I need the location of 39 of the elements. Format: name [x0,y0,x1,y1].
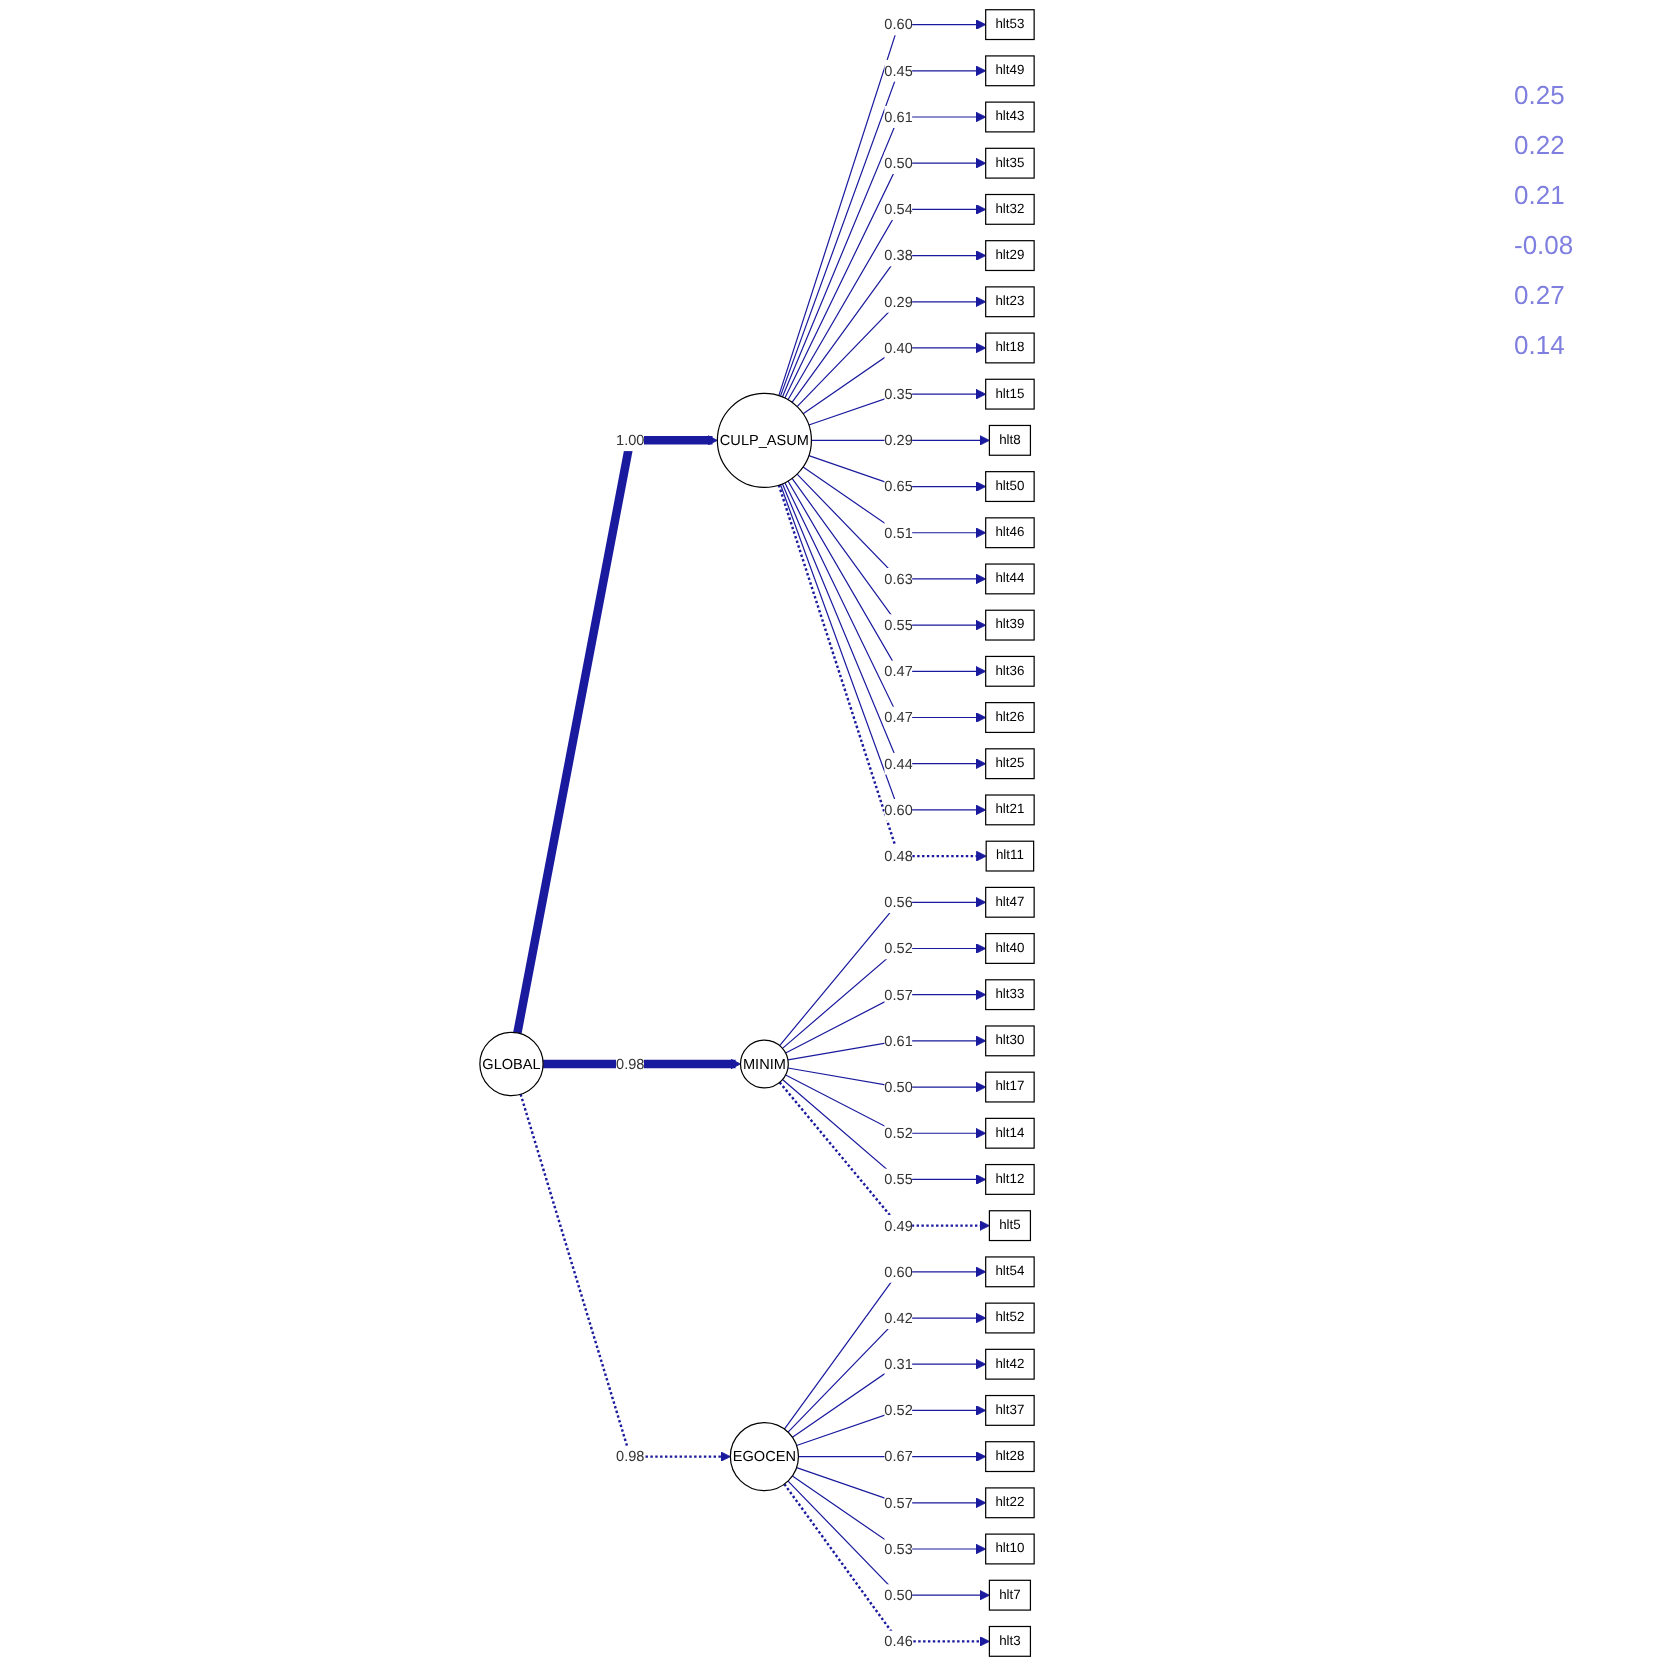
arrow [779,896,987,1047]
arrow [781,943,987,1049]
arrow [778,1081,990,1231]
arrow [783,1483,990,1647]
arrow [808,388,987,426]
arrow [787,1312,987,1433]
arrow [797,1451,987,1462]
arrow [787,480,987,677]
arrow [808,455,987,492]
arrow [784,482,987,723]
arrow [796,473,987,585]
arrow [796,296,987,408]
arrow [791,1475,987,1555]
arrow [787,1067,987,1093]
arrow [802,342,987,415]
covariance-value: 0.22 [1514,130,1567,160]
arrow [787,204,987,401]
arrow [543,1058,741,1070]
arrow [791,1358,987,1438]
arrow [784,157,987,399]
arrow [796,1405,987,1447]
arrow [796,1467,987,1509]
arrow [810,435,990,446]
arrow [783,1266,987,1430]
arrow [785,1074,987,1139]
arrow [513,435,718,1034]
arrow [791,250,987,403]
covariance-value: 0.25 [1514,80,1567,110]
arrow [787,1035,987,1061]
covariance-value: 0.27 [1514,280,1567,310]
covariance-value: 0.21 [1514,180,1567,210]
arrow [787,1480,990,1601]
arrow [791,477,987,631]
arrow [781,1078,987,1185]
arrow [519,1093,731,1462]
covariance-value: 0.14 [1514,330,1567,360]
arrow [802,466,987,539]
covariance-value: -0.08 [1514,230,1576,260]
arrow [785,989,987,1054]
